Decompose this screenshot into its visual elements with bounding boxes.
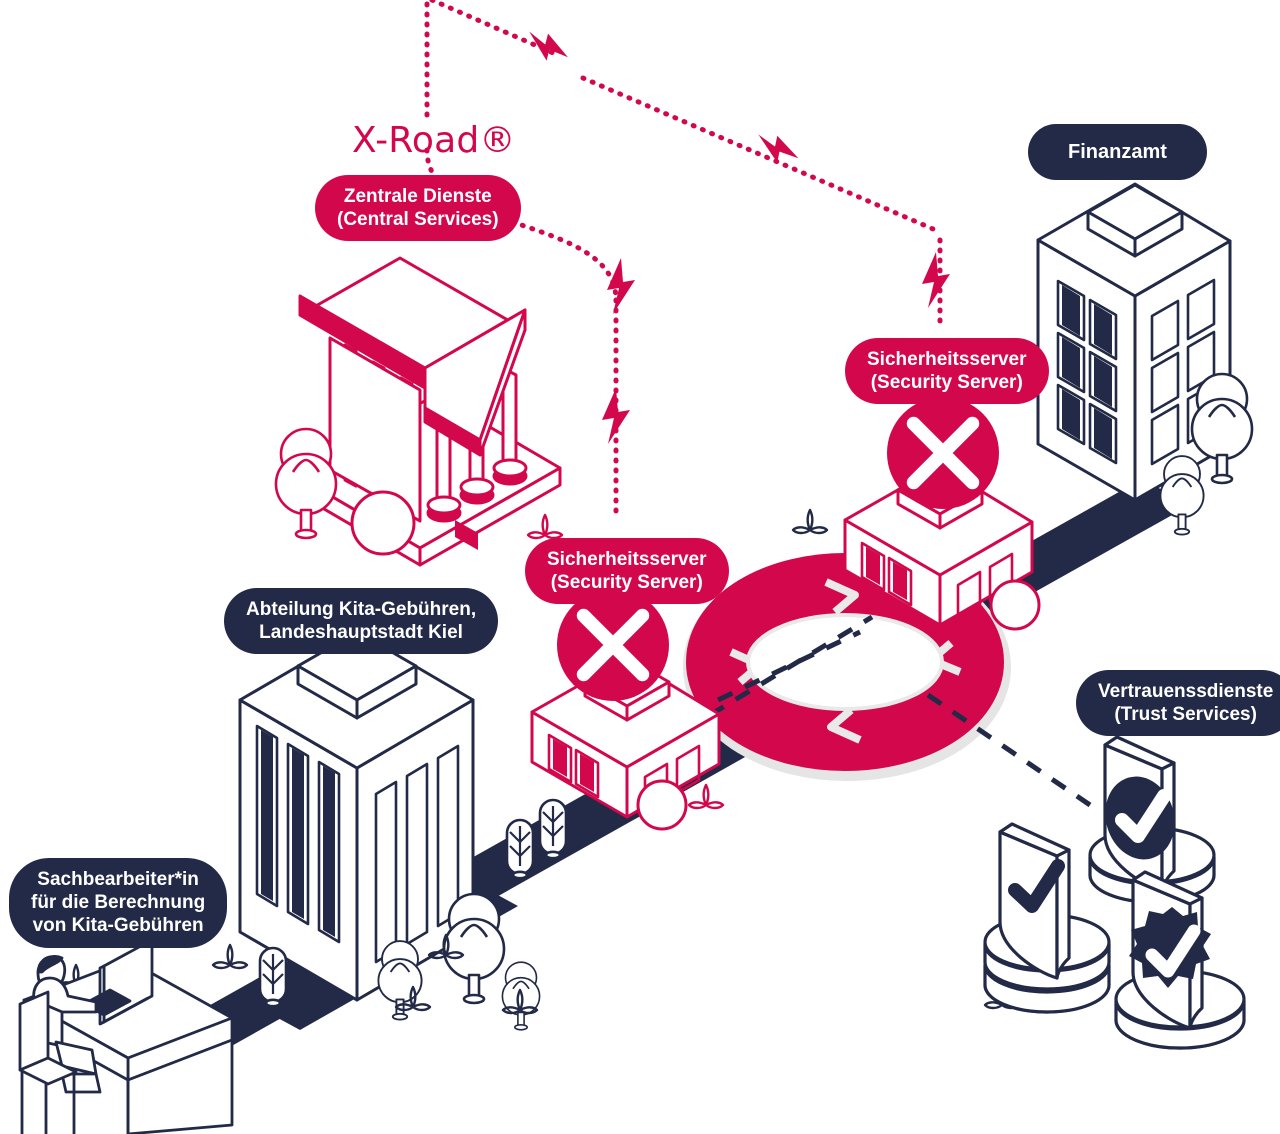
kiel-tower [238,630,475,1002]
label-caseworker-line3: von Kita-Gebühren [32,915,204,937]
label-finanzamt[interactable]: Finanzamt [1028,124,1207,181]
label-trust-services-line1: Vertrauenssdienste [1098,681,1274,702]
caseworker-desk [18,938,234,1134]
label-central-services-line1: Zentrale Dienste [343,186,492,207]
trust-services-shields [983,735,1246,1050]
x-road-logo-icon [887,397,999,509]
label-trust-services[interactable]: Vertrauenssdienste (Trust Services) [1076,670,1280,737]
label-security-server-bottom[interactable]: Sicherheitsserver (Security Server) [525,538,729,605]
label-security-server-bottom-line1: Sicherheitsserver [547,549,707,570]
lotus-icon [526,513,564,540]
label-kiel-department-line1: Abteilung Kita-Gebühren, [246,599,477,620]
data-exchange-ring [683,553,1011,781]
label-caseworker-line2: für die Berechnung [31,892,206,914]
label-finanzamt-line1: Finanzamt [1068,141,1167,163]
label-security-server-bottom-line2: (Security Server) [550,572,703,594]
label-trust-services-line2: (Trust Services) [1114,704,1257,726]
label-kiel-department-line2: Landeshauptstadt Kiel [259,622,463,644]
label-caseworker-line1: Sachbearbeiter*in [37,869,199,890]
lightning-bolt-icons [529,31,950,444]
label-kiel-department[interactable]: Abteilung Kita-Gebühren, Landeshauptstad… [224,588,499,655]
tree-icon [274,427,338,540]
label-security-server-top[interactable]: Sicherheitsserver (Security Server) [845,338,1049,405]
lotus-icon [687,783,725,810]
x-road-logo-icon [557,589,669,701]
x-road-wordmark: X-Road® [352,120,516,161]
label-central-services-line2: (Central Services) [337,209,499,231]
label-security-server-top-line2: (Security Server) [870,372,1023,394]
label-central-services[interactable]: Zentrale Dienste (Central Services) [315,175,521,242]
central-services-building [293,256,562,567]
label-caseworker[interactable]: Sachbearbeiter*in für die Berechnung von… [9,858,228,948]
finanzamt-tower [1036,182,1232,502]
dashed-connector-lines [708,614,1092,808]
label-security-server-top-line1: Sicherheitsserver [867,349,1027,370]
